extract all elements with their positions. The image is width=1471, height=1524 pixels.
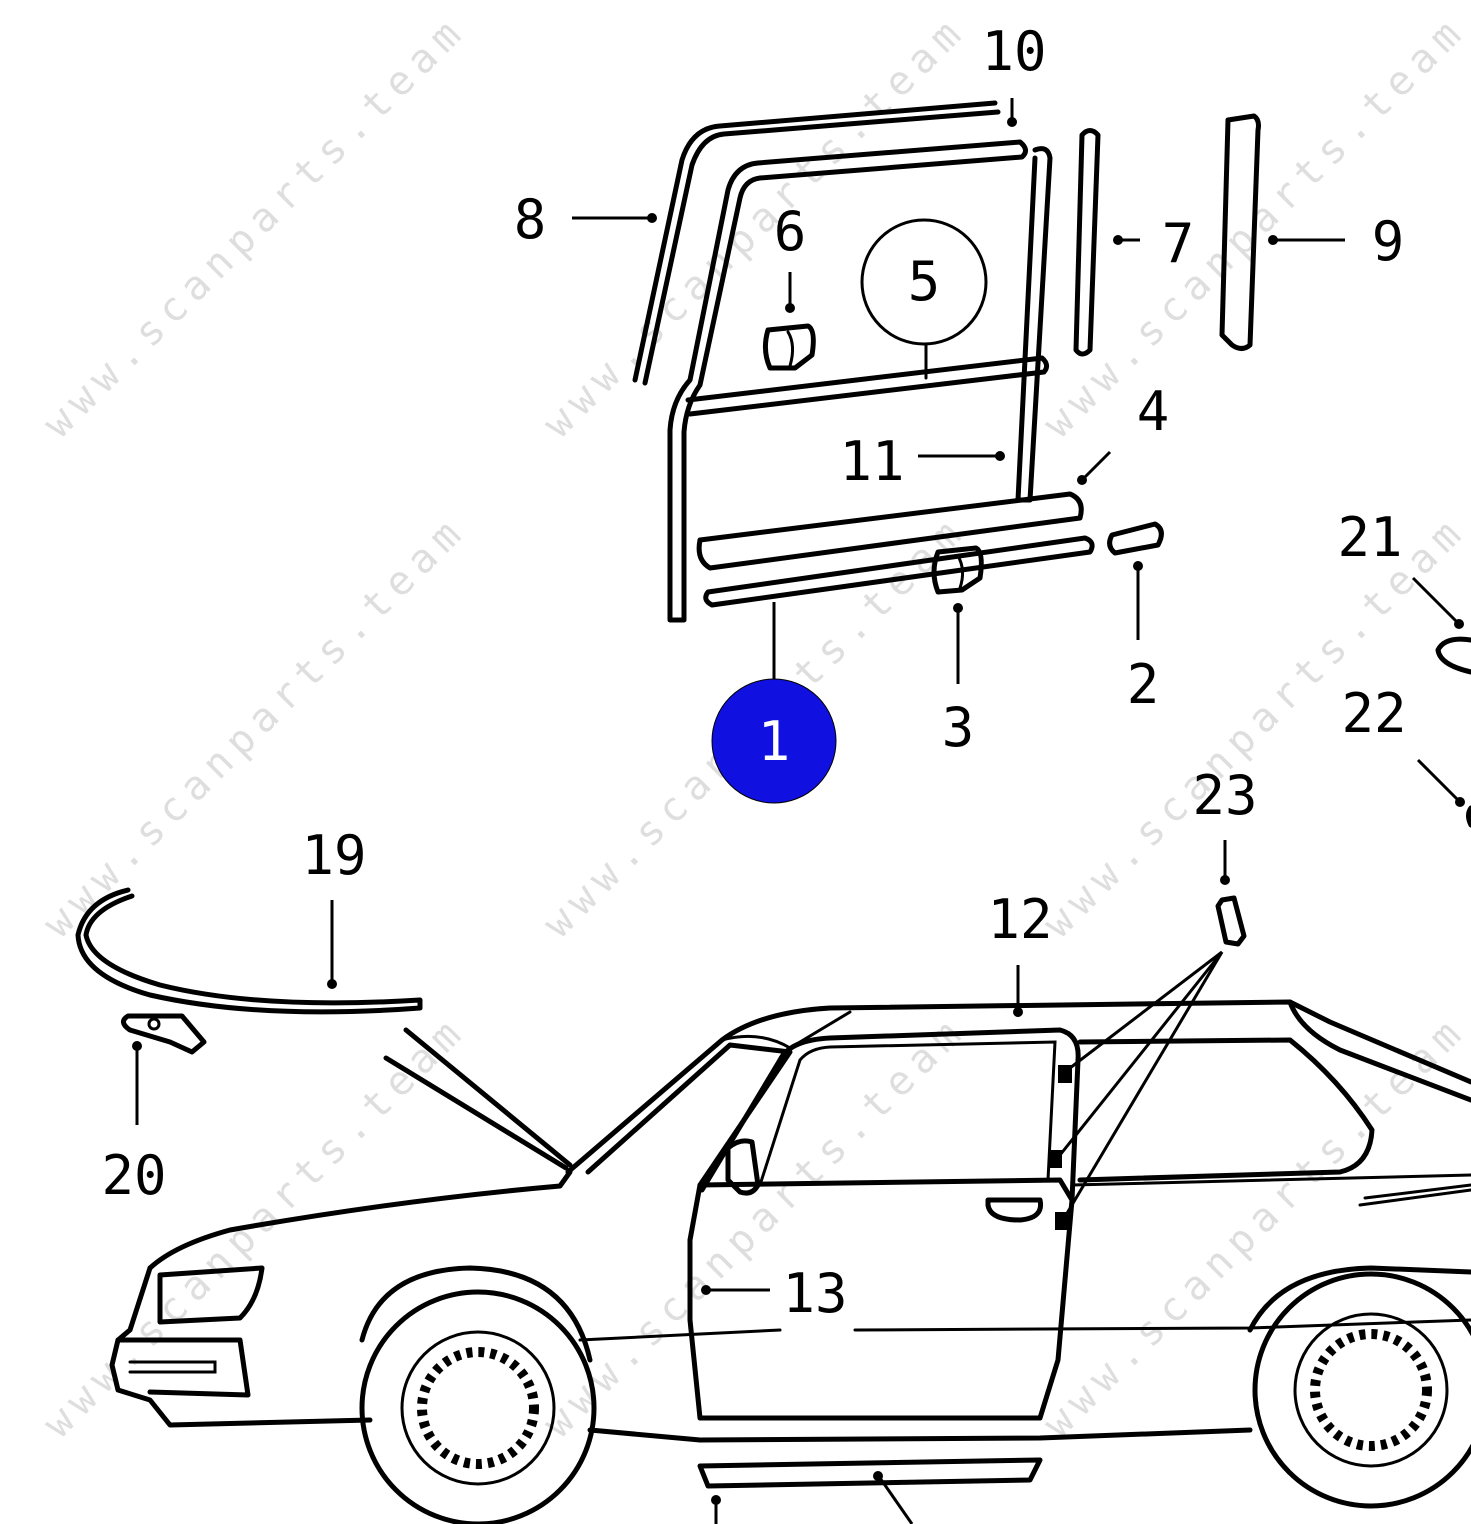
rear-wheel (1252, 1271, 1471, 1509)
callout-20[interactable]: 20 (101, 1144, 166, 1207)
watermark: www.scanparts.team (535, 6, 976, 447)
car-illustration (109, 999, 1471, 1524)
leader-lines (132, 98, 1465, 1524)
callout-23[interactable]: 23 (1192, 764, 1257, 827)
callout-21[interactable]: 21 (1337, 506, 1402, 569)
callouts: 1 2 3 4 5 6 7 8 9 10 11 12 13 19 20 21 2… (101, 20, 1406, 1325)
car-hood (147, 1169, 573, 1271)
bumper-strip (128, 1360, 217, 1374)
beltline (1070, 1173, 1471, 1187)
watermark: www.scanparts.team (35, 506, 476, 947)
callout-13[interactable]: 13 (782, 1262, 847, 1325)
clip-20-hole (147, 1017, 161, 1031)
side-mirror (725, 1138, 761, 1196)
callout-8[interactable]: 8 (514, 188, 547, 251)
callout-9[interactable]: 9 (1372, 210, 1405, 273)
outer-frame-seal-inner (642, 109, 1001, 386)
window-frame-channel (667, 139, 1028, 623)
hood-open-line-2 (403, 1027, 573, 1168)
sill-trim (697, 1457, 1043, 1489)
callout-5[interactable]: 5 (908, 250, 941, 313)
callout-22[interactable]: 22 (1341, 682, 1406, 745)
hood-seal-19 (75, 887, 423, 1015)
callout-3[interactable]: 3 (942, 696, 975, 759)
part-21-shape (1435, 636, 1471, 675)
part-22-shape (1466, 805, 1471, 828)
door-outline (687, 1177, 1075, 1421)
callout-7[interactable]: 7 (1162, 212, 1195, 275)
end-cap-2 (1107, 521, 1164, 556)
door-seal-parts (632, 100, 1261, 623)
front-wheel-arch (359, 1265, 593, 1363)
seal-marker (1048, 1150, 1062, 1168)
clip-3 (931, 545, 984, 595)
clip-6 (762, 323, 816, 371)
rear-vents (1358, 1183, 1471, 1207)
rear-wheel-arch (1247, 1265, 1471, 1333)
outer-frame-seal (632, 100, 998, 383)
callout-11[interactable]: 11 (839, 430, 904, 493)
body-side-line (578, 1328, 782, 1342)
plug-23 (1215, 895, 1247, 947)
callout-4[interactable]: 4 (1137, 380, 1170, 443)
front-wheel-rim (400, 1330, 556, 1486)
watermark: www.scanparts.team (35, 6, 476, 447)
watermark: www.scanparts.team (535, 1006, 976, 1447)
rear-wheel-pattern (1310, 1329, 1432, 1451)
trim-strip-7 (1073, 128, 1101, 357)
callout-19[interactable]: 19 (301, 824, 366, 887)
detail-circle (860, 218, 988, 346)
rear-side-window (1077, 1037, 1375, 1183)
door-handle (985, 1197, 1044, 1223)
watermark: www.scanparts.team (1035, 1006, 1471, 1447)
door-window-inner (758, 1040, 1057, 1187)
rear-wheel-rim (1293, 1312, 1449, 1468)
window-crossbar (685, 355, 1050, 417)
front-fascia (109, 1265, 373, 1428)
belt-molding-4 (696, 491, 1084, 571)
seal-marker (1058, 1065, 1072, 1083)
callout-2[interactable]: 2 (1127, 653, 1160, 716)
door-window-frame (699, 1027, 1081, 1203)
trim-strip-9 (1219, 113, 1261, 351)
bumper (115, 1337, 251, 1398)
front-wheel-pattern (417, 1347, 539, 1469)
car-roofline (565, 999, 1471, 1175)
callout-6[interactable]: 6 (774, 200, 807, 263)
clip-20 (121, 1013, 207, 1055)
hood-open-line (383, 1055, 569, 1171)
rear-channel (1015, 146, 1053, 503)
headlight (157, 1265, 265, 1325)
callout-1-highlight[interactable] (711, 678, 837, 804)
belt-seal-1 (703, 535, 1095, 608)
clip-6-detail (786, 330, 795, 368)
rear-window-edge (1287, 999, 1471, 1103)
callout-1[interactable]: 1 (758, 710, 791, 773)
clip-3-detail (956, 554, 965, 590)
seal-marker (1055, 1212, 1069, 1230)
sill (587, 1427, 1253, 1443)
hood-seal-parts (75, 887, 423, 1055)
callout-12[interactable]: 12 (987, 888, 1052, 951)
callout-10[interactable]: 10 (981, 20, 1046, 83)
front-wheel (359, 1289, 597, 1524)
right-parts (1215, 636, 1471, 947)
